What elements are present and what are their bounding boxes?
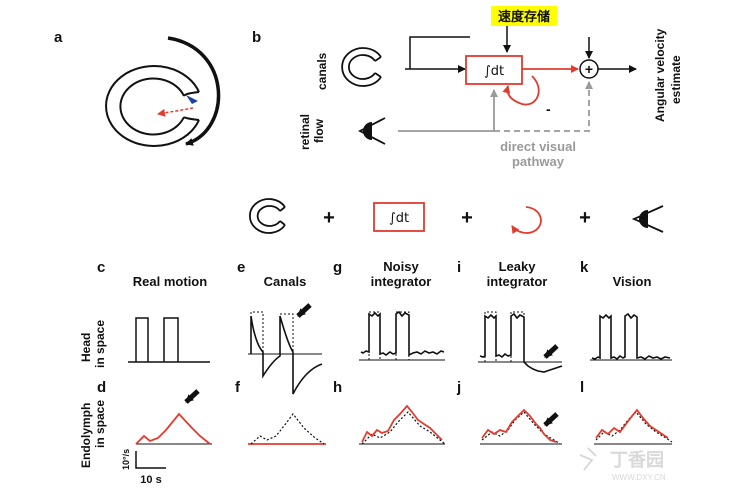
equation-leak-icon [511, 206, 542, 235]
arrow-d-endolymph [184, 389, 200, 404]
scale-bar-x-label: 10 s [140, 474, 161, 486]
equation-plus-3: + [579, 207, 591, 229]
velocity-storage-tag-text: 速度存储 [498, 9, 550, 25]
row-label-endolymph-2: in space [93, 400, 107, 448]
watermark-logo-icon [579, 447, 597, 471]
trace-g-noisy [359, 310, 445, 361]
panel-label-g: g [333, 259, 342, 276]
retina-to-integrator [398, 89, 498, 132]
canals-label: canals [315, 52, 329, 90]
watermark: 丁香园 WWW.DXY.CN [579, 447, 666, 482]
col-title-vision: Vision [613, 274, 652, 289]
flow-label: flow [312, 118, 326, 143]
canal-end-arc [183, 91, 200, 121]
col-title-canals: Canals [264, 274, 307, 289]
integrator-label: ∫dt [484, 64, 504, 79]
panel-label-c: c [97, 259, 105, 276]
equation-canal-icon [248, 198, 286, 234]
output-label-1: Angular velocity [653, 28, 667, 122]
arrow-j-endolymph [543, 412, 559, 427]
col-title-noisy-2: integrator [371, 274, 432, 289]
velocity-storage-tag [491, 6, 557, 26]
panel-label-l: l [580, 379, 584, 396]
sum-plus: + [585, 61, 593, 77]
scale-bar [135, 451, 166, 469]
head-rotation-arrow [167, 36, 221, 146]
col-title-leaky-2: integrator [487, 274, 548, 289]
equation-eye-icon [631, 205, 664, 233]
panel-label-a: a [54, 29, 63, 46]
panel-label-b: b [252, 29, 261, 46]
trace-e-canals [248, 303, 323, 395]
direct-visual-pathway [494, 81, 593, 132]
trace-c-real-motion [128, 317, 210, 363]
trace-j-endolymph [480, 408, 562, 445]
integrator-box [465, 55, 523, 85]
cupula [186, 95, 198, 104]
row-label-head-2: in space [93, 320, 107, 368]
direct-pathway-label-2: pathway [512, 154, 565, 169]
row-label-endolymph: Endolymph [79, 403, 93, 468]
row-label-head: Head [79, 333, 93, 362]
arrow-e-canals [296, 303, 312, 318]
panel-label-h: h [333, 379, 342, 396]
equation-plus-2: + [461, 207, 473, 229]
trace-f-endolymph [248, 413, 326, 445]
leak-feedback-loop [502, 75, 540, 106]
col-title-leaky: Leaky [499, 259, 537, 274]
panel-label-f: f [235, 379, 241, 396]
panel-label-i: i [457, 259, 461, 276]
panel-label-k: k [580, 259, 589, 276]
output-label-2: estimate [669, 55, 683, 104]
canal-schematic-a [105, 36, 221, 147]
panel-label-e: e [237, 259, 245, 276]
watermark-url: WWW.DXY.CN [612, 473, 666, 482]
minus-sign: - [546, 101, 551, 117]
col-title-real-motion: Real motion [133, 274, 207, 289]
watermark-text: 丁香园 [610, 450, 664, 470]
eye-icon-b [358, 117, 386, 145]
trace-i-leaky [478, 311, 563, 373]
canal-inner-ring [119, 77, 185, 136]
retinal-label: retinal [298, 114, 312, 150]
equation-plus-1: + [323, 207, 335, 229]
canal-bypass [409, 36, 470, 69]
col-title-noisy: Noisy [383, 259, 419, 274]
equation-integrator-box [373, 202, 425, 232]
scale-bar-y-label: 10°/s [121, 449, 131, 470]
arrow-i-leaky [543, 344, 559, 359]
panel-label-j: j [456, 379, 461, 396]
direct-pathway-label-1: direct visual [500, 139, 576, 154]
endolymph-flow-arrow [157, 107, 194, 117]
trace-d-endolymph [135, 389, 212, 445]
trace-k-vision [590, 312, 672, 361]
equation-integrator-label: ∫dt [389, 211, 409, 226]
panel-label-d: d [97, 379, 106, 396]
canal-outer-ring [105, 65, 200, 147]
trace-h-endolymph [359, 404, 446, 445]
trace-l-endolymph [594, 408, 673, 445]
canal-icon-b [341, 47, 382, 87]
